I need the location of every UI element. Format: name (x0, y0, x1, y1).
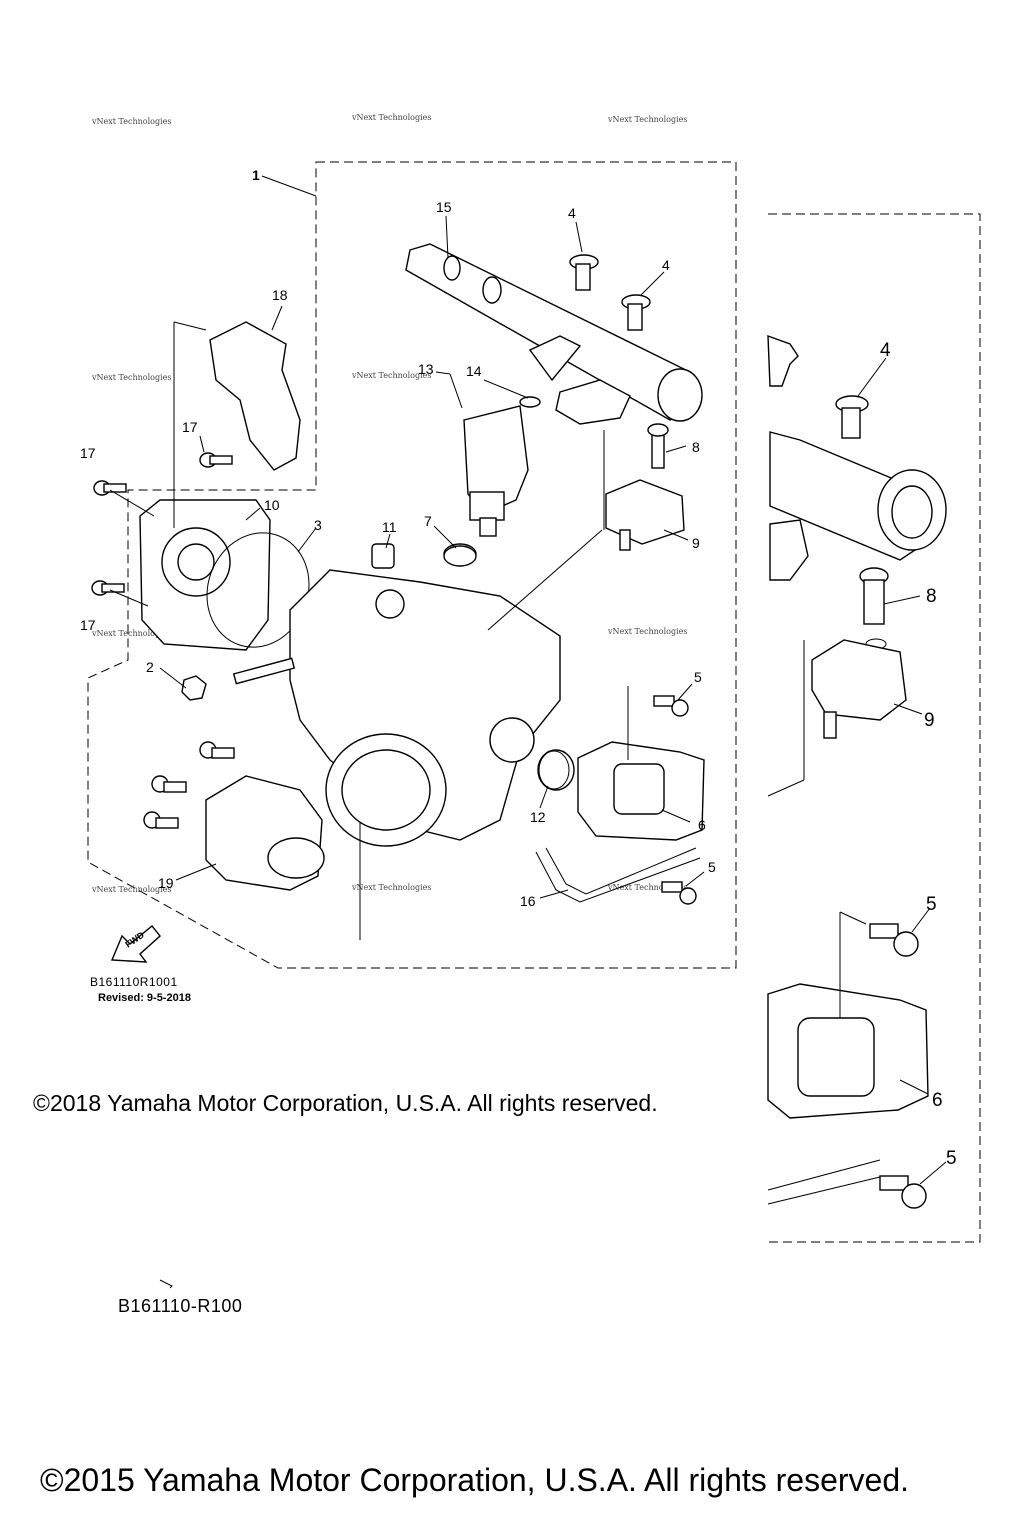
screw-5a (653, 695, 689, 717)
screw-17c (91, 580, 125, 596)
throttle-body (289, 543, 575, 847)
screw-19b (151, 775, 187, 793)
screw-5b (661, 881, 697, 905)
watermark: vNext Technologies (91, 885, 171, 894)
diagram-code-secondary: B161110-R100 (118, 1296, 243, 1316)
inset-callout-4: 4 (880, 340, 891, 361)
callout-4b: 4 (662, 257, 670, 273)
watermark: vNext Technologies (607, 115, 687, 124)
callout-19: 19 (158, 875, 174, 891)
clamp (209, 321, 301, 471)
callout-16: 16 (520, 893, 536, 909)
callout-14: 14 (466, 363, 482, 379)
sensor-main (605, 423, 685, 551)
screw-19c (143, 811, 179, 829)
fuel-rail (405, 243, 703, 425)
copyright-2018: ©2018 Yamaha Motor Corporation, U.S.A. A… (33, 1090, 658, 1116)
callout-6: 6 (698, 817, 706, 833)
injector (463, 396, 541, 537)
callout-5b: 5 (708, 859, 716, 875)
revision-date: Revised: 9-5-2018 (98, 992, 191, 1004)
fwd-arrow-icon: FWD (110, 925, 161, 963)
screw-4a (569, 254, 599, 291)
diagram-code: B161110R1001 (90, 975, 178, 989)
watermark: vNext Technologies (351, 113, 431, 122)
callout-12: 12 (530, 809, 546, 825)
watermark: vNext Technologies (91, 629, 171, 638)
inset-view: 4 8 9 5 6 5 (767, 334, 957, 1209)
callout-5a: 5 (694, 669, 702, 685)
callout-9: 9 (692, 535, 700, 551)
leader-lines (109, 175, 705, 940)
inset-callout-9: 9 (924, 710, 935, 731)
watermark: vNext Technologies (91, 373, 171, 382)
screw-19a (199, 741, 235, 759)
callout-11: 11 (382, 519, 397, 535)
watermark: vNext Technologies (351, 883, 431, 892)
callout-17b: 17 (182, 419, 198, 435)
callout-3: 3 (314, 517, 322, 533)
inset-boundary (768, 213, 981, 1243)
callout-7: 7 (424, 513, 432, 529)
callouts: 1 2 3 4 4 5 5 6 7 8 9 10 11 12 13 14 15 … (80, 167, 716, 909)
callout-17a: 17 (80, 445, 96, 461)
isc-unit (205, 775, 325, 891)
screw-17b (199, 452, 233, 468)
callout-1: 1 (252, 167, 260, 183)
callout-18: 18 (272, 287, 288, 303)
copyright-2015: ©2015 Yamaha Motor Corporation, U.S.A. A… (40, 1462, 910, 1498)
watermark: vNext Technologies (91, 117, 171, 126)
inset-callout-5a: 5 (926, 894, 937, 915)
callout-8: 8 (692, 439, 700, 455)
inset-callout-6: 6 (932, 1090, 943, 1111)
hose (535, 847, 701, 903)
cover-plate (139, 499, 271, 651)
callout-4a: 4 (568, 205, 576, 221)
watermark: vNext Technologies (607, 627, 687, 636)
screw-4b (621, 294, 651, 331)
screw-17a (93, 480, 127, 496)
callout-17c: 17 (80, 617, 96, 633)
o-ring-12 (538, 750, 570, 790)
o-ring-7 (443, 545, 477, 567)
watermark: vNext Technologies (351, 371, 431, 380)
assembly-boundary (87, 161, 737, 969)
watermark: vNext Technologies (607, 883, 687, 892)
callout-15: 15 (436, 199, 452, 215)
callout-13: 13 (418, 361, 434, 377)
tps-sensor (577, 741, 705, 841)
inset-callout-5b: 5 (946, 1148, 957, 1169)
adjuster-screw (181, 657, 296, 701)
callout-10: 10 (264, 497, 280, 513)
tick-mark (159, 1279, 173, 1289)
callout-2: 2 (146, 659, 154, 675)
inset-callout-8: 8 (926, 586, 937, 607)
